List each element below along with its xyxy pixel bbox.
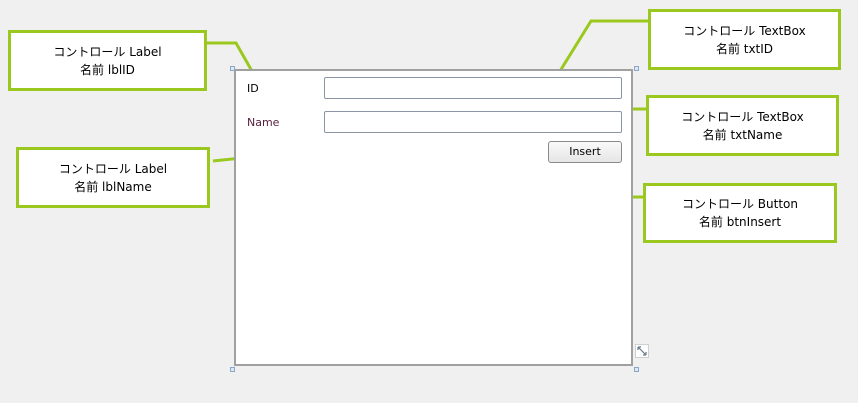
callout-btninsert-line2: 名前 btnInsert <box>698 215 782 229</box>
callout-txtid-line1: コントロール TextBox <box>683 23 806 38</box>
callout-txtname-line1: コントロール TextBox <box>681 109 804 124</box>
callout-txtid-line2: 名前 txtID <box>715 41 774 56</box>
callout-lblname: コントロール Label 名前 lblName <box>16 147 210 208</box>
callout-txtid: コントロール TextBox 名前 txtID <box>648 9 841 70</box>
label-id: ID <box>247 82 259 95</box>
callout-txtname-line2: 名前 txtName <box>702 127 783 142</box>
callout-btninsert: コントロール Button 名前 btnInsert <box>643 183 837 243</box>
callout-lblname-line1: コントロール Label <box>58 161 168 176</box>
selection-handle-top-left[interactable] <box>230 66 235 71</box>
resize-icon[interactable] <box>635 344 649 358</box>
label-name: Name <box>247 116 280 129</box>
textbox-name[interactable] <box>324 111 622 133</box>
callout-txtname: コントロール TextBox 名前 txtName <box>646 95 839 156</box>
insert-button[interactable]: Insert <box>548 141 622 163</box>
selection-handle-top-right[interactable] <box>634 66 639 71</box>
textbox-id[interactable] <box>324 77 622 99</box>
selection-handle-bottom-right[interactable] <box>634 367 639 372</box>
callout-btninsert-line1: コントロール Button <box>681 197 798 211</box>
callout-lblid-line1: コントロール Label <box>53 44 162 59</box>
callout-lblid: コントロール Label 名前 lblID <box>8 30 207 91</box>
callout-lblid-line2: 名前 lblID <box>80 62 135 77</box>
callout-lblname-line2: 名前 lblName <box>74 179 152 194</box>
selection-handle-bottom-left[interactable] <box>230 367 235 372</box>
